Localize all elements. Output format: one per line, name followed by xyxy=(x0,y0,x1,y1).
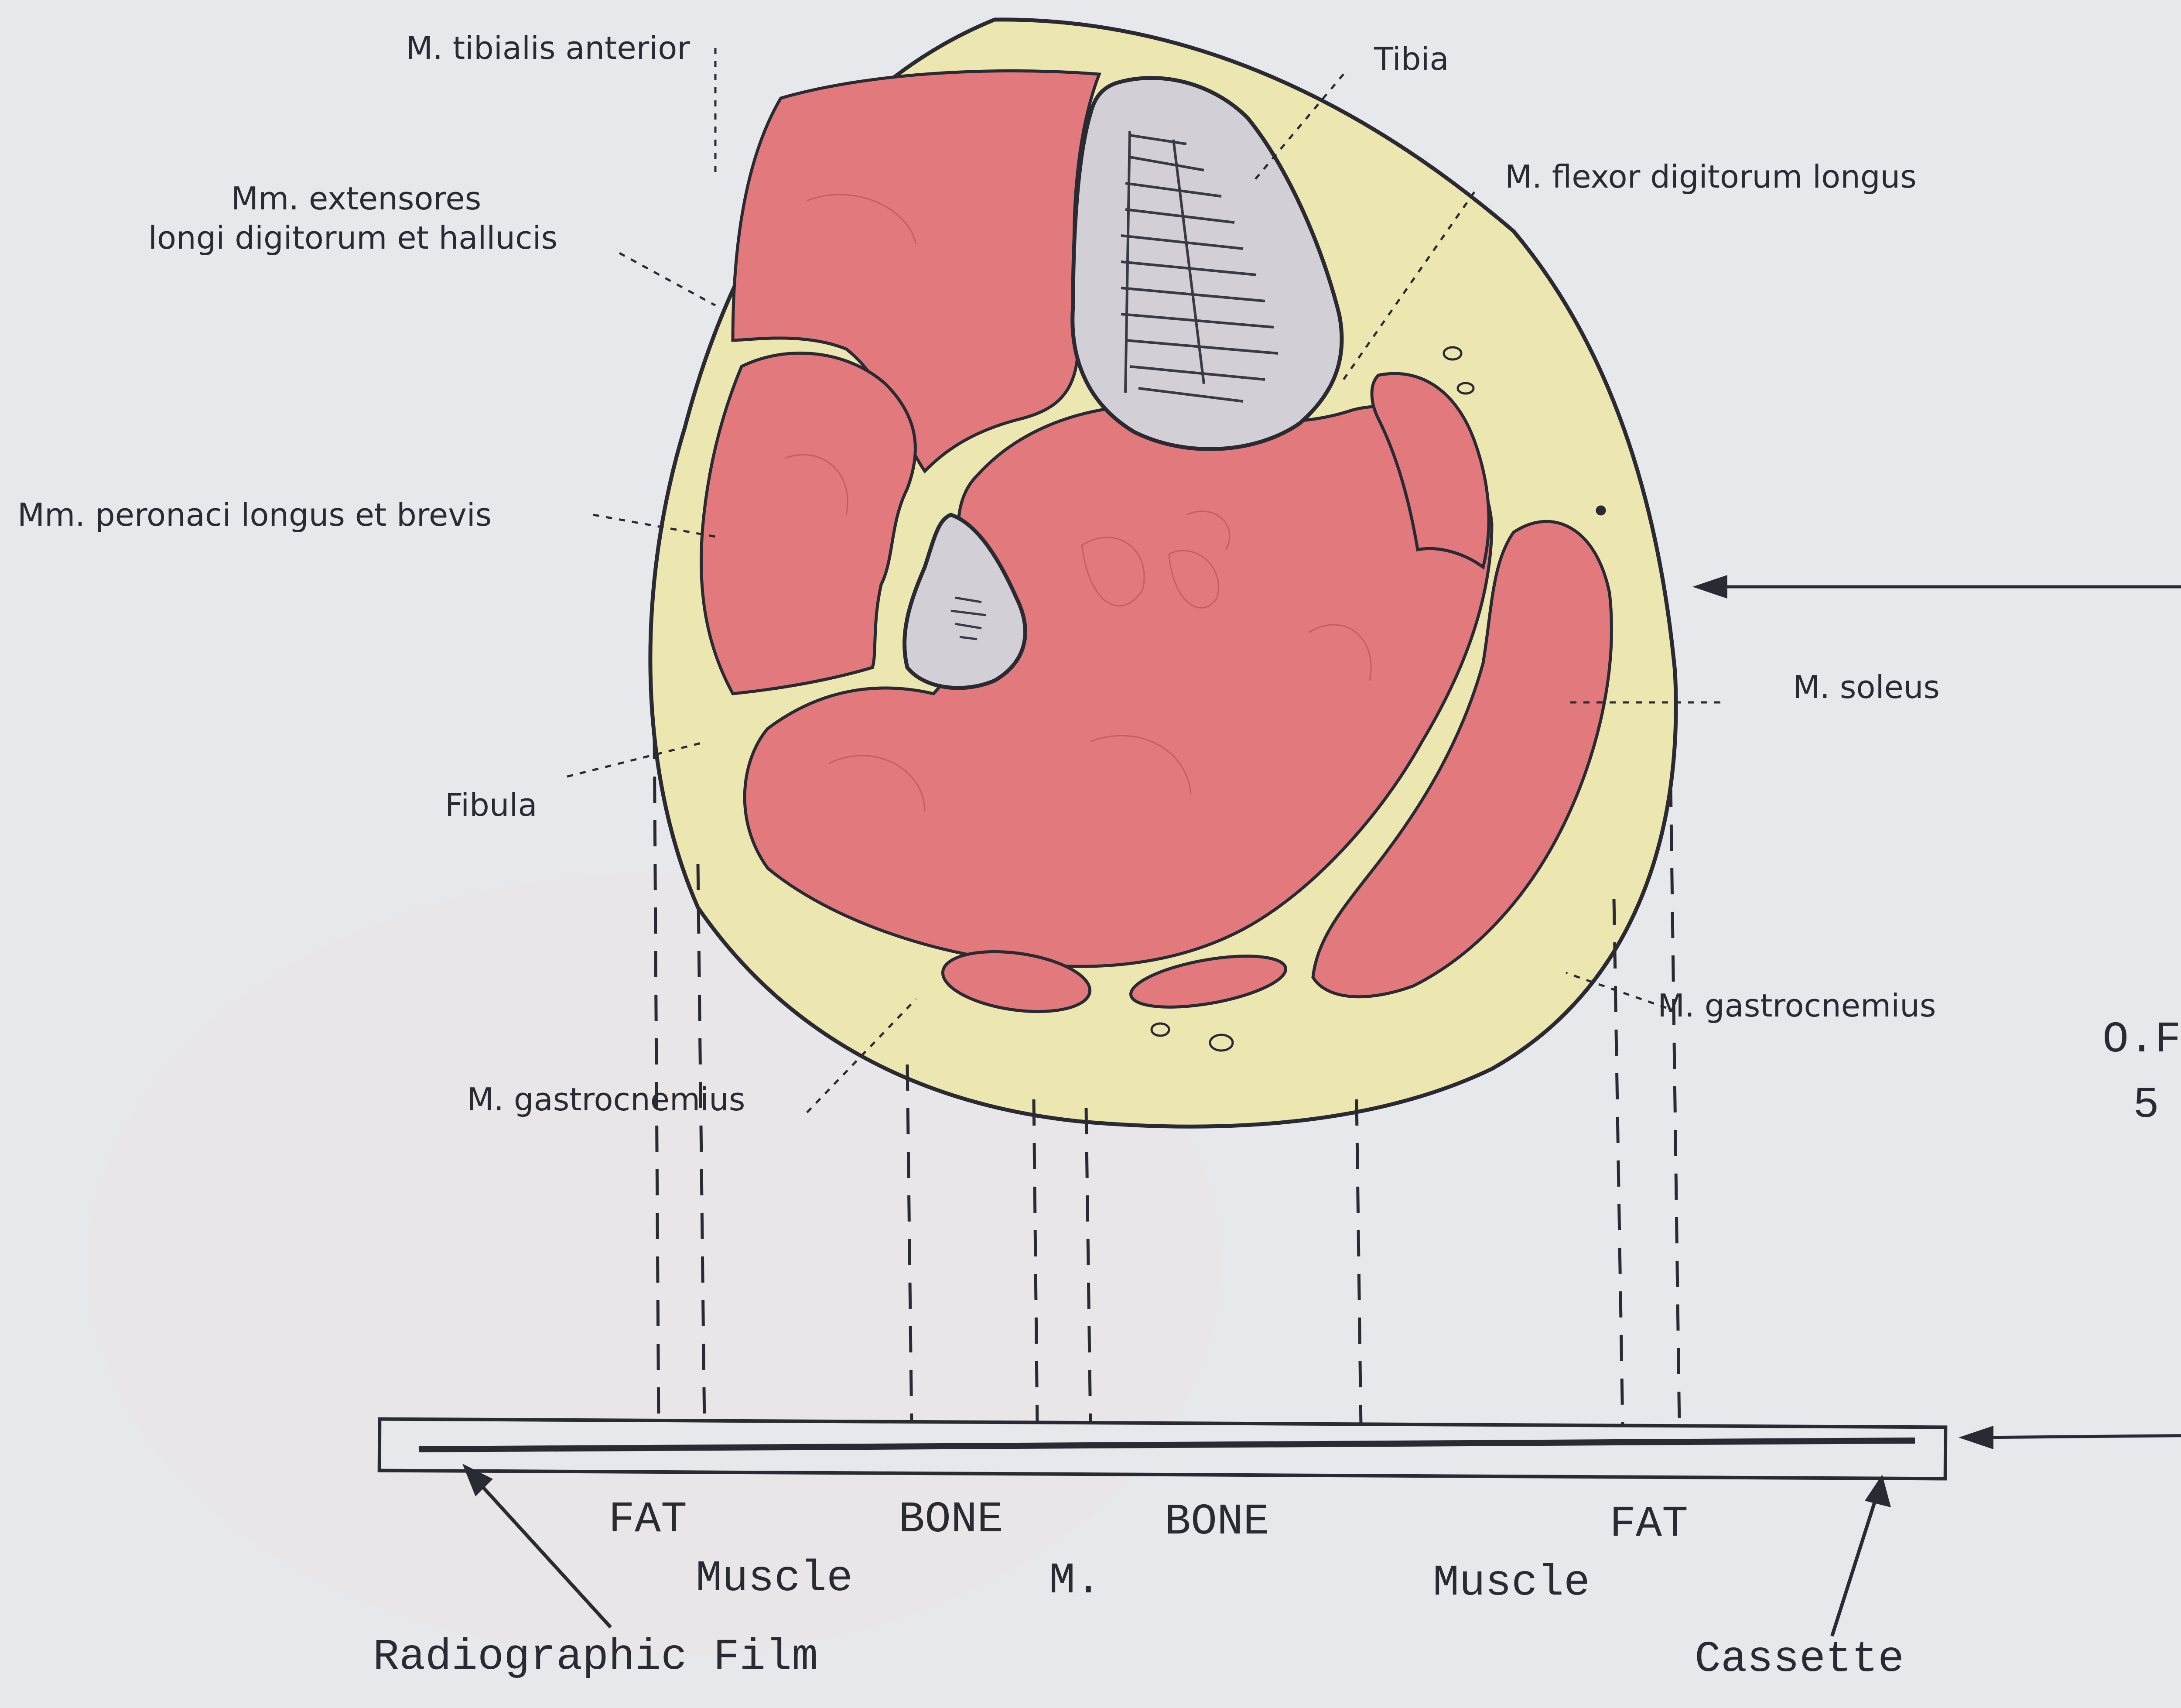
ofd-label-line2: 5 cm. xyxy=(2133,1081,2181,1130)
film-label-m-center: M. xyxy=(1049,1557,1101,1606)
label-radiographic-film: Radiographic Film xyxy=(373,1633,818,1682)
ofd-label-line1: O.F.D. xyxy=(2102,1016,2181,1065)
film-label-fat-right: FAT xyxy=(1610,1500,1688,1549)
cassette xyxy=(379,1419,1946,1479)
label-peronaci: Mm. peronaci longus et brevis xyxy=(17,496,492,533)
label-cassette: Cassette xyxy=(1695,1635,1904,1684)
label-tibialis-anterior: M. tibialis anterior xyxy=(406,30,690,66)
film-label-muscle-right: Muscle xyxy=(1433,1559,1590,1608)
label-flexor-digitorum: M. flexor digitorum longus xyxy=(1505,158,1917,195)
film-label-muscle-left: Muscle xyxy=(696,1554,853,1604)
film-label-bone-right: BONE xyxy=(1165,1498,1269,1547)
label-extensores-line2: longi digitorum et hallucis xyxy=(148,219,557,256)
label-gastrocnemius-left: M. gastrocnemius xyxy=(467,1081,745,1118)
label-gastrocnemius-right: M. gastrocnemius xyxy=(1658,987,1936,1024)
label-tibia: Tibia xyxy=(1374,41,1449,77)
label-fibula: Fibula xyxy=(445,787,537,823)
label-soleus: M. soleus xyxy=(1793,669,1940,705)
film-label-fat-left: FAT xyxy=(608,1496,687,1545)
label-extensores-line1: Mm. extensores xyxy=(231,180,481,217)
film-label-bone-left: BONE xyxy=(899,1496,1003,1545)
